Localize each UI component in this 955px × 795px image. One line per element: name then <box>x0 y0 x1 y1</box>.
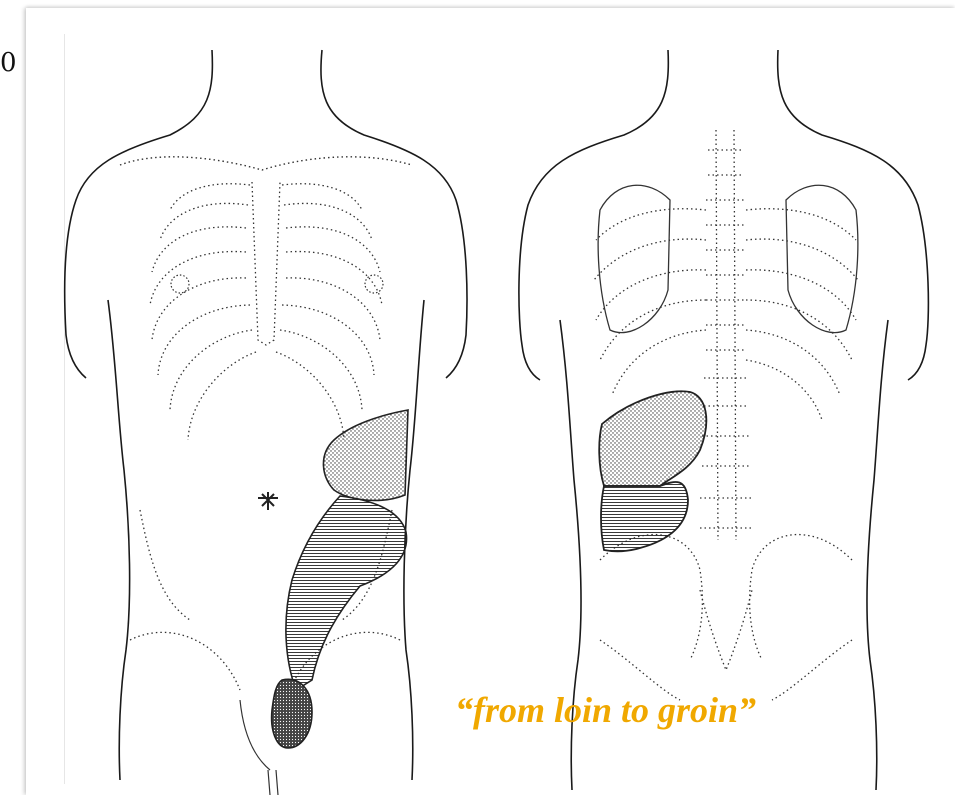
anterior-pain-loin <box>323 410 408 500</box>
posterior-body-outline <box>519 50 928 790</box>
anterior-pain-testis <box>272 679 312 748</box>
anterior-pain-groin <box>286 496 407 690</box>
posterior-pain-lower <box>601 482 688 551</box>
anterior-nipple-left <box>171 275 189 293</box>
anterior-navel <box>258 492 278 510</box>
anterior-nipple-right <box>365 275 383 293</box>
anterior-view <box>65 50 467 795</box>
anterior-clavicles <box>120 157 412 170</box>
posterior-scapula-left <box>598 185 670 332</box>
figure-caption: “from loin to groin” <box>455 692 756 728</box>
posterior-view <box>519 50 928 790</box>
posterior-pain-loin <box>599 391 706 486</box>
posterior-scapula-right <box>786 185 858 332</box>
